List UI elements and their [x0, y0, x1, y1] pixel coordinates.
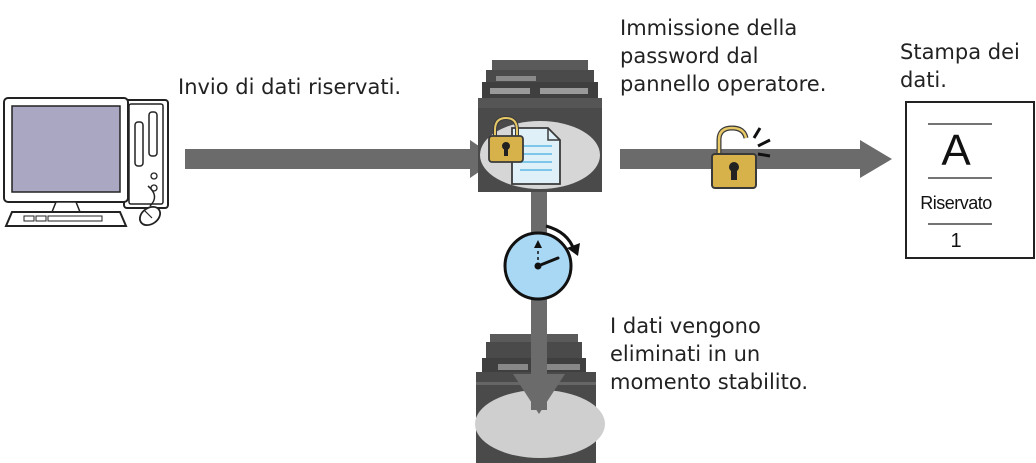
printed-page-icon — [905, 101, 1035, 259]
lock-open-icon — [711, 125, 771, 189]
print-data-label: Stampa dei dati. — [900, 40, 1020, 92]
password-entry-label: Immissione della password dal pannello o… — [620, 16, 827, 96]
timer-clock-icon — [503, 222, 580, 301]
delete-data-label: I dati vengono eliminati in un momento s… — [610, 314, 809, 394]
document-icon — [511, 127, 561, 185]
printer-icon — [475, 334, 605, 463]
page-confidential-text: Riservato — [920, 193, 992, 213]
send-data-label: Invio di dati riservati. — [178, 75, 402, 99]
lock-closed-icon — [488, 115, 524, 163]
page-letter: A — [941, 126, 971, 175]
page-number: 1 — [950, 230, 962, 252]
arrow-send — [185, 140, 498, 178]
computer-icon — [3, 97, 169, 227]
